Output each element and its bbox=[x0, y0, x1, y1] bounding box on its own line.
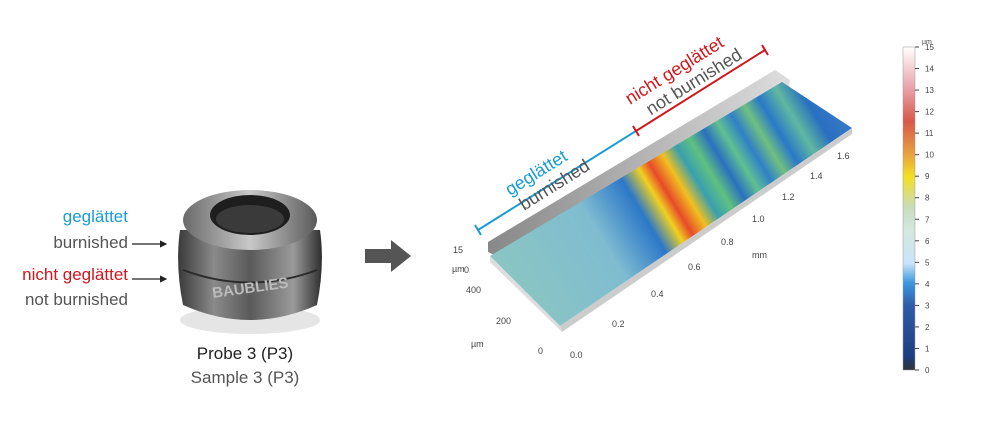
x-tick: 0.2 bbox=[612, 319, 625, 329]
colorbar-gradient bbox=[902, 46, 916, 371]
colorbar-tick-label: 1 bbox=[925, 344, 930, 353]
y-tick: 400 bbox=[466, 285, 481, 295]
colorbar-tick-label: 15 bbox=[925, 43, 934, 52]
colorbar-tick-label: 14 bbox=[925, 65, 934, 74]
colorbar-tick-label: 6 bbox=[925, 237, 930, 246]
colorbar-tick-label: 4 bbox=[925, 280, 930, 289]
y-tick: 200 bbox=[496, 316, 511, 326]
sample-title-en: Sample 3 (P3) bbox=[190, 368, 300, 387]
front-edge bbox=[560, 128, 852, 332]
x-tick: 0.4 bbox=[651, 289, 664, 299]
colorbar-tick-label: 13 bbox=[925, 86, 934, 95]
z-tick: 15 bbox=[453, 245, 463, 255]
not-burnished-range-bar bbox=[635, 49, 766, 132]
pointer-arrows bbox=[132, 240, 168, 283]
colorbar-tick-label: 5 bbox=[925, 258, 930, 267]
x-tick: 1.2 bbox=[782, 192, 795, 202]
x-tick: 1.4 bbox=[810, 171, 823, 181]
x-tick: 0.0 bbox=[570, 350, 583, 360]
x-tick: 1.6 bbox=[837, 151, 850, 161]
colorbar-tick-label: 0 bbox=[925, 366, 930, 375]
y-unit: µm bbox=[471, 339, 484, 349]
y-axis: 0 200 400 µm bbox=[466, 285, 543, 356]
sample-title-de: Probe 3 (P3) bbox=[196, 344, 294, 363]
label-not-burnished-de: nicht geglättet bbox=[22, 265, 128, 284]
surface bbox=[490, 82, 852, 326]
z-unit: µm bbox=[452, 264, 465, 274]
right-arrow-icon bbox=[365, 240, 411, 272]
colorbar-tick-label: 7 bbox=[925, 215, 930, 224]
x-tick: 1.0 bbox=[752, 214, 765, 224]
label-burnished-en: burnished bbox=[53, 233, 128, 252]
burnished-range-bar bbox=[477, 130, 637, 231]
colorbar-tick-label: 8 bbox=[925, 194, 930, 203]
back-wall bbox=[488, 70, 790, 258]
colorbar-tick-label: 11 bbox=[925, 129, 934, 138]
x-axis: 0.0 0.2 0.4 0.6 0.8 1.0 1.2 1.4 1.6 mm bbox=[570, 151, 850, 360]
colorbar-tick-label: 12 bbox=[925, 108, 934, 117]
colorbar-tick-label: 3 bbox=[925, 301, 930, 310]
x-tick: 0.6 bbox=[688, 262, 701, 272]
label-burnished-de: geglättet bbox=[62, 207, 128, 226]
colorbar-tick-label: 2 bbox=[925, 323, 930, 332]
z-tick: 0 bbox=[464, 265, 469, 275]
sample-photo: BAUBLIES bbox=[165, 170, 335, 340]
label-not-burnished-en: not burnished bbox=[24, 290, 128, 309]
colorbar-unit: µm bbox=[922, 39, 932, 46]
z-axis: 0 15 µm bbox=[452, 245, 469, 275]
y-tick: 0 bbox=[538, 346, 543, 356]
x-tick: 0.8 bbox=[721, 237, 734, 247]
colorbar-tick-label: 10 bbox=[925, 151, 934, 160]
colorbar-tick-label: 9 bbox=[925, 172, 930, 181]
x-unit: mm bbox=[752, 250, 767, 260]
